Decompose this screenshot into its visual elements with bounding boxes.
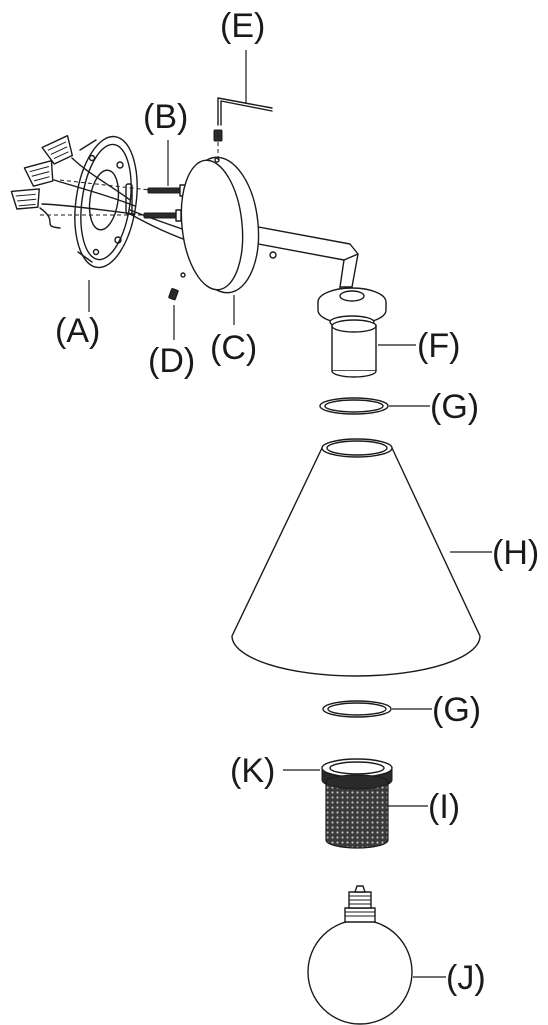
gasket-ring-lower <box>322 700 392 718</box>
label-g-upper: (G) <box>430 388 479 426</box>
label-h: (H) <box>492 534 539 572</box>
gasket-ring-upper <box>319 397 389 415</box>
label-c: (C) <box>210 329 257 367</box>
set-screw <box>168 288 179 301</box>
alignment-dashes <box>40 179 190 216</box>
label-e: (E) <box>220 7 265 45</box>
label-j: (J) <box>446 959 486 997</box>
leader-lines <box>88 50 492 978</box>
mounting-plate <box>74 135 138 269</box>
label-g-lower: (G) <box>432 691 481 729</box>
label-k: (K) <box>230 752 275 790</box>
canopy <box>180 156 260 294</box>
label-i: (I) <box>428 788 460 826</box>
label-f: (F) <box>417 327 460 365</box>
label-d: (D) <box>148 342 195 380</box>
globe-bulb <box>307 885 413 1025</box>
socket-cup <box>317 287 387 378</box>
wire-connectors <box>10 134 201 246</box>
mounting-screws <box>143 184 186 222</box>
knurled-socket <box>325 774 389 849</box>
cone-shade <box>231 438 481 677</box>
label-b: (B) <box>143 98 188 136</box>
hex-key <box>213 97 273 160</box>
label-a: (A) <box>55 312 100 350</box>
